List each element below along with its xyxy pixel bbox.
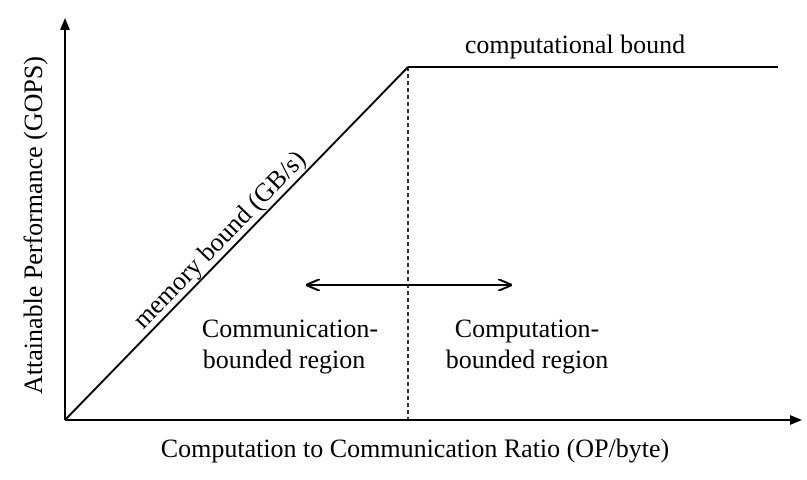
memory-bound-label: memory bound (GB/s) xyxy=(127,144,311,333)
x-axis-label: Computation to Communication Ratio (OP/b… xyxy=(161,434,669,463)
memory-bound-line xyxy=(64,66,409,421)
left-region-label-line2: bounded region xyxy=(203,345,365,374)
left-region-label-line1: Communication- xyxy=(202,314,378,343)
right-region-label-line2: bounded region xyxy=(446,345,608,374)
right-region-label-line1: Computation- xyxy=(455,314,599,343)
computational-bound-label: computational bound xyxy=(465,30,685,59)
y-axis-label: Attainable Performance (GOPS) xyxy=(19,56,48,394)
